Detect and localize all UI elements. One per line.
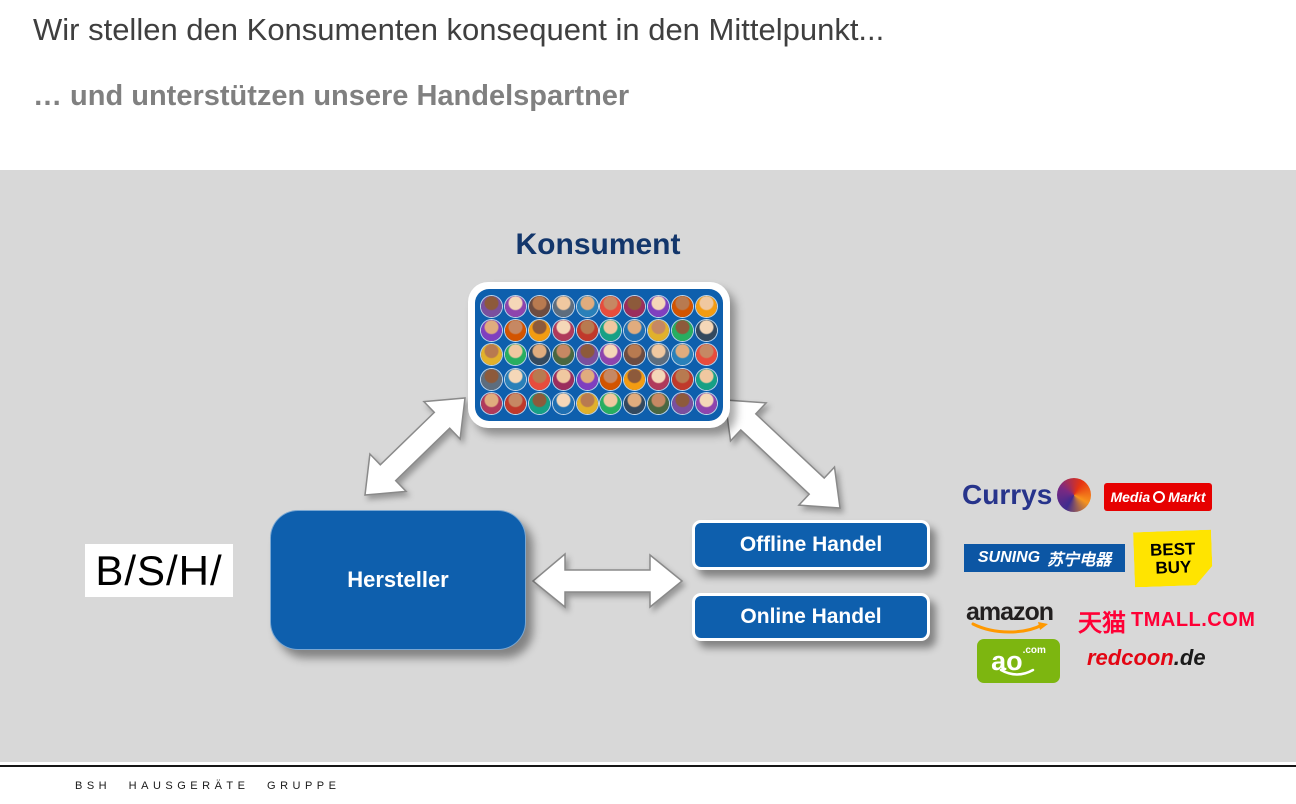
consumer-avatar [647,320,669,342]
footer-company-name: BSH HAUSGERÄTE GRUPPE [75,780,341,792]
consumer-avatar [671,344,693,366]
slide-header: Wir stellen den Konsumenten konsequent i… [0,0,1296,170]
consumer-avatar [505,368,527,390]
mediamarkt-logo-text-1: Media [1110,489,1151,505]
double-arrow-konsument-handel [724,399,841,509]
consumer-avatar [624,320,646,342]
amazon-logo: amazon [966,598,1054,635]
mediamarkt-dot-icon [1153,491,1166,503]
consumer-avatar [647,295,669,317]
online-handel-box: Online Handel [692,593,930,641]
consumer-avatar [695,393,717,415]
consumer-avatar [600,344,622,366]
amazon-smile-icon [971,622,1048,634]
consumer-avatar [552,344,574,366]
double-arrow-hersteller-konsument [364,397,466,496]
consumer-avatar [552,295,574,317]
consumer-avatar [481,295,503,317]
amazon-logo-text: amazon [966,598,1054,626]
mediamarkt-logo: Media Markt [1104,483,1212,511]
redcoon-logo-text: redcoon [1087,645,1174,670]
consumer-avatar [552,320,574,342]
bsh-logo: B/S/H/ [85,544,233,597]
consumer-avatar [576,320,598,342]
currys-logo: Currys [962,478,1092,512]
slide-footer: BSH HAUSGERÄTE GRUPPE [0,762,1296,804]
consumer-avatar [671,320,693,342]
consumer-avatar [600,320,622,342]
offline-handel-box: Offline Handel [692,520,930,570]
consumer-avatar [624,344,646,366]
consumer-avatar [528,393,550,415]
consumer-avatar [624,368,646,390]
consumer-avatar [600,368,622,390]
tmall-logo-cjk: 天猫 [1078,610,1126,637]
consumer-avatar [528,344,550,366]
slide-title-line2: … und unterstützen unsere Handelspartner [33,80,630,112]
ao-logo-text: ao [991,645,1023,676]
currys-sphere-icon [1057,478,1092,512]
ao-logo: ao .com [977,639,1060,683]
consumer-avatar [481,344,503,366]
consumer-avatar [695,344,717,366]
bestbuy-logo-line2: BUY [1155,556,1192,578]
consumer-avatar [600,295,622,317]
footer-divider [0,765,1296,767]
suning-logo-cjk: 苏宁电器 [1047,552,1112,569]
ao-smile-icon [999,668,1035,676]
tmall-logo: 天猫 TMALL.COM [1078,603,1255,638]
consumer-avatar [528,295,550,317]
konsument-box [468,282,730,428]
consumer-avatar [505,393,527,415]
redcoon-logo-suffix: .de [1173,645,1206,670]
mediamarkt-logo-text-2: Markt [1168,489,1206,505]
consumer-avatar [647,368,669,390]
consumer-avatar [576,295,598,317]
consumer-avatar [505,295,527,317]
arrow-layer [364,397,841,609]
redcoon-logo: redcoon.de [1087,645,1206,671]
consumer-avatar [481,368,503,390]
consumer-avatar [671,368,693,390]
diagram-area: Konsument B/S/H/ Hersteller Offline Hand… [0,170,1296,762]
suning-logo: SUNING 苏宁电器 [964,544,1125,572]
consumer-avatar-grid [475,289,723,421]
bestbuy-logo-line1: BEST [1149,538,1196,560]
consumer-avatar [505,344,527,366]
consumer-avatar [505,320,527,342]
consumer-avatar [576,368,598,390]
tmall-logo-latin: TMALL.COM [1131,609,1256,631]
consumer-avatar [528,320,550,342]
consumer-avatar [624,295,646,317]
consumer-avatar [695,368,717,390]
currys-logo-text: Currys [962,479,1053,510]
double-arrow-hersteller-handel [531,552,684,609]
consumer-avatar [576,344,598,366]
consumer-avatar [528,368,550,390]
consumer-avatar [695,295,717,317]
consumer-avatar [481,393,503,415]
consumer-avatar [481,320,503,342]
consumer-avatar [671,393,693,415]
consumer-avatar [647,393,669,415]
ao-logo-suffix: .com [1022,645,1046,656]
bestbuy-logo: BEST BUY [1133,530,1213,588]
consumer-avatar [647,344,669,366]
consumer-avatar [576,393,598,415]
konsument-label: Konsument [515,228,681,261]
consumer-avatar [671,295,693,317]
consumer-avatar [552,393,574,415]
consumer-avatar [624,393,646,415]
suning-logo-latin: SUNING [977,549,1041,566]
slide-title-line1: Wir stellen den Konsumenten konsequent i… [33,12,885,47]
hersteller-box: Hersteller [270,510,526,650]
consumer-avatar [600,393,622,415]
consumer-avatar [695,320,717,342]
consumer-avatar [552,368,574,390]
